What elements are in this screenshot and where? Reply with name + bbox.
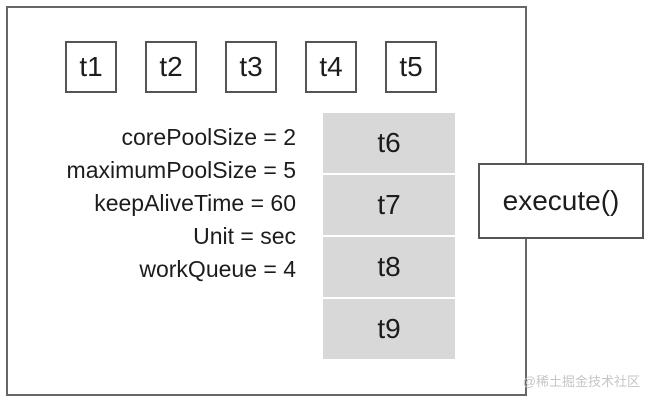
param-work-queue: workQueue = 4 [139, 256, 296, 282]
queue-slot-t8: t8 [323, 237, 455, 299]
queue-slot-t7: t7 [323, 175, 455, 237]
thread-box-t1: t1 [65, 41, 117, 93]
watermark: @稀土掘金技术社区 [522, 374, 640, 389]
thread-box-t4: t4 [305, 41, 357, 93]
param-maximum-pool-size: maximumPoolSize = 5 [66, 157, 296, 183]
thread-pool-frame: t1 t2 t3 t4 t5 [6, 6, 527, 396]
param-keep-alive-time: keepAliveTime = 60 [94, 190, 296, 216]
queue-slot-t9: t9 [323, 299, 455, 359]
thread-box-t5: t5 [385, 41, 437, 93]
thread-box-t3: t3 [225, 41, 277, 93]
work-queue: t6 t7 t8 t9 [323, 113, 455, 359]
pool-parameters: corePoolSize = 2 maximumPoolSize = 5 kee… [67, 121, 296, 286]
queue-slot-t6: t6 [323, 113, 455, 175]
param-core-pool-size: corePoolSize = 2 [121, 124, 296, 150]
param-unit: Unit = sec [193, 223, 296, 249]
execute-box: execute() [478, 163, 644, 239]
thread-box-t2: t2 [145, 41, 197, 93]
